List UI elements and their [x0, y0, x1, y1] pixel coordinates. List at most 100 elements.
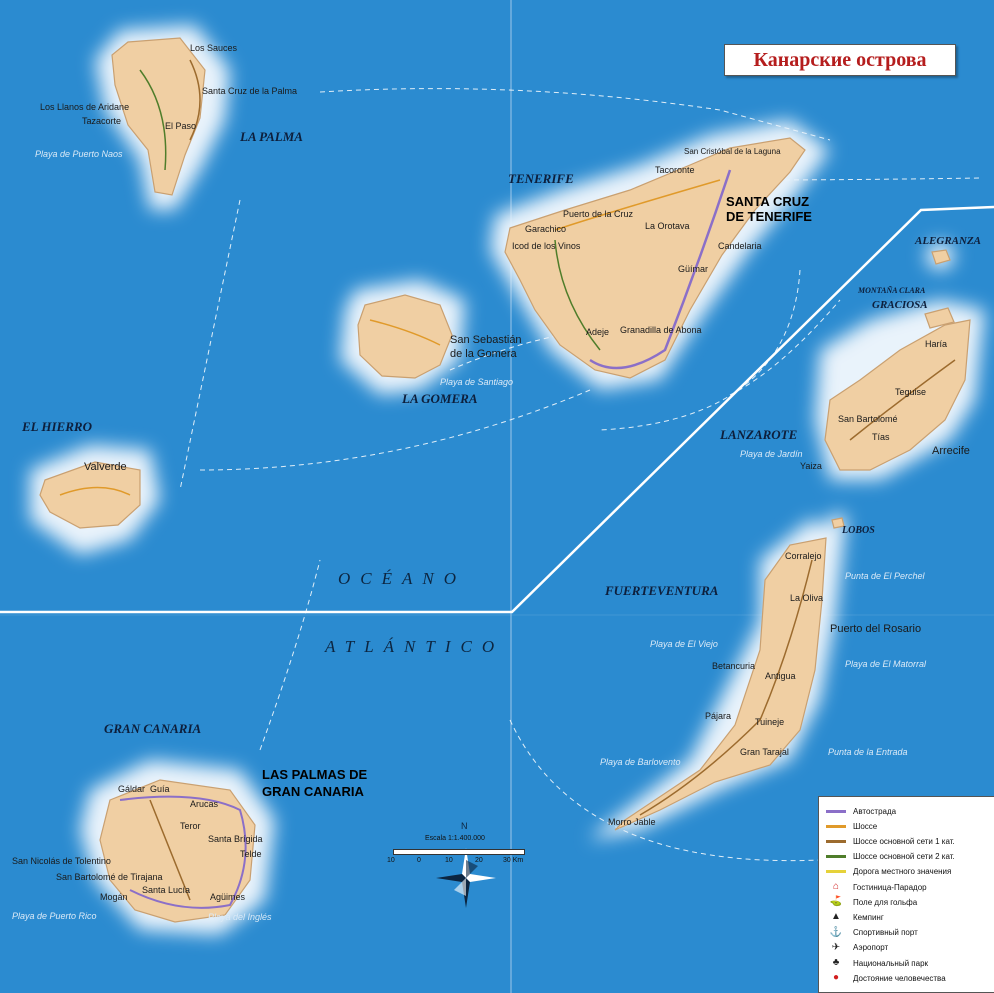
park-icon: ♣ [832, 957, 840, 968]
sea-label-puerto-rico: Playa de Puerto Rico [12, 911, 97, 921]
port-icon: ⚓ [829, 926, 843, 938]
la-gomera-land [357, 294, 453, 379]
el-hierro-land [39, 461, 141, 529]
town-la-laguna: San Cristóbal de la Laguna [684, 147, 781, 156]
scale-text: Escala 1:1.400.000 [425, 835, 485, 842]
legend-item: ▲ Кемпинг [825, 911, 884, 923]
legend-label: Кемпинг [853, 912, 884, 922]
island-graciosa: GRACIOSA [872, 299, 928, 311]
town-guia: Guía [150, 784, 170, 794]
sea-label-ingles: Playa del Inglés [208, 912, 272, 922]
town-betancuria: Betancuria [712, 661, 756, 671]
north-label: N [461, 821, 468, 831]
sea-label-el-viejo: Playa de El Viejo [650, 639, 718, 649]
ocean-label-2: ATLÁNTICO [325, 637, 505, 656]
sea-label-puerto-naos: Playa de Puerto Naos [35, 149, 123, 159]
la-palma-land [111, 37, 206, 196]
town-tias: Tías [872, 432, 890, 442]
town-telde: Telde [240, 849, 262, 859]
scale-tick-1: 0 [417, 857, 421, 864]
island-tenerife: TENERIFE [508, 171, 574, 186]
town-garachico: Garachico [525, 224, 567, 234]
camping-icon: ▲ [831, 911, 841, 923]
town-arrecife: Arrecife [932, 445, 970, 457]
town-la-oliva: La Oliva [790, 593, 824, 603]
island-gran-canaria: GRAN CANARIA [104, 721, 202, 736]
legend-label: Спортивный порт [853, 928, 918, 938]
lanzarote-land [824, 319, 971, 471]
town-granadilla: Granadilla de Abona [620, 325, 702, 335]
town-galdar: Gáldar [118, 784, 146, 794]
town-puerto-rosario: Puerto del Rosario [830, 623, 922, 635]
town-san-bartolome: San Bartolomé [838, 414, 898, 424]
legend-label: Поле для гольфа [853, 897, 918, 907]
town-tuineje: Tuineje [755, 717, 785, 727]
map-title-box: Канарские острова [724, 44, 956, 76]
town-arucas: Arucas [190, 799, 219, 809]
sea-label-entrada: Punta de la Entrada [828, 747, 908, 757]
legend-item: ●Достояние человечества [825, 972, 946, 984]
sea-label-jardin: Playa de Jardín [740, 449, 803, 459]
legend-item: Шоссе основной сети 1 кат. [825, 835, 955, 847]
legend-label: Аэропорт [853, 943, 889, 953]
legend-item: ⛳Поле для гольфа [825, 896, 917, 908]
legend-label: Дорога местного значения [853, 867, 952, 877]
scale-tick-4: 30 Km [503, 857, 524, 864]
legend-item: Шоссе [825, 820, 877, 832]
town-antigua: Antigua [765, 671, 796, 681]
town-morro-jable: Morro Jable [608, 817, 656, 827]
legend-item: Автострада [825, 805, 896, 817]
legend-line-swatch [826, 809, 846, 813]
legend-item: ⚓ Спортивный порт [825, 927, 918, 939]
town-adeje: Adeje [586, 327, 610, 337]
scale-tick-2: 10 [445, 857, 453, 864]
parador-icon: ⌂ [832, 881, 839, 892]
town-tacoronte: Tacoronte [655, 165, 695, 175]
map-title: Канарские острова [753, 49, 927, 71]
town-puerto-cruz: Puerto de la Cruz [563, 209, 634, 219]
capital-las-palmas-2: GRAN CANARIA [262, 784, 364, 799]
legend-line-swatch [826, 855, 846, 859]
town-tazacorte: Tazacorte [82, 116, 122, 126]
legend-line-swatch [826, 824, 846, 828]
compass-rose [436, 848, 496, 908]
island-montana-clara: MONTAÑA CLARA [858, 286, 926, 295]
capital-las-palmas-1: LAS PALMAS DE [262, 767, 368, 782]
legend-item: Дорога местного значения [825, 866, 951, 878]
town-san-bartolome-tirajana: San Bartolomé de Tirajana [56, 872, 163, 882]
town-pajara: Pájara [705, 711, 732, 721]
town-la-orotava: La Orotava [645, 221, 690, 231]
town-aguimes: Agüimes [210, 892, 246, 902]
legend-label: Шоссе [853, 821, 878, 831]
province-border [0, 205, 994, 614]
legend-line-swatch [826, 870, 846, 874]
sea-label-barlovento: Playa de Barlovento [600, 757, 681, 767]
town-el-paso: El Paso [165, 121, 197, 131]
town-yaiza: Yaiza [800, 461, 822, 471]
legend-item: ✈ Аэропорт [825, 942, 888, 954]
tenerife-land [504, 137, 806, 379]
town-los-llanos: Los Llanos de Aridane [40, 102, 130, 112]
graciosa-land [924, 307, 955, 329]
town-san-nicolas: San Nicolás de Tolentino [12, 856, 111, 866]
sea-label-el-matorral: Playa de El Matorral [845, 659, 927, 669]
town-valverde: Valverde [84, 461, 127, 473]
alegranza-land [931, 249, 951, 265]
town-teguise: Teguise [895, 387, 927, 397]
island-lobos: LOBOS [842, 525, 875, 536]
town-santa-lucia: Santa Lucía [142, 885, 191, 895]
town-haria: Haría [925, 339, 948, 349]
legend-label: Шоссе основной сети 2 кат. [853, 852, 955, 862]
town-icod: Icod de los Vinos [512, 241, 581, 251]
island-el-hierro: EL HIERRO [22, 419, 92, 434]
legend-line-swatch [826, 839, 846, 843]
legend-label: Гостиница-Парадор [853, 882, 927, 892]
legend-item: ♣Национальный парк [825, 957, 928, 969]
airport-icon: ✈ [831, 941, 841, 953]
scale-tick-3: 20 [475, 857, 483, 864]
town-guimar: Güímar [678, 264, 709, 274]
town-gran-tarajal: Gran Tarajal [740, 747, 789, 757]
